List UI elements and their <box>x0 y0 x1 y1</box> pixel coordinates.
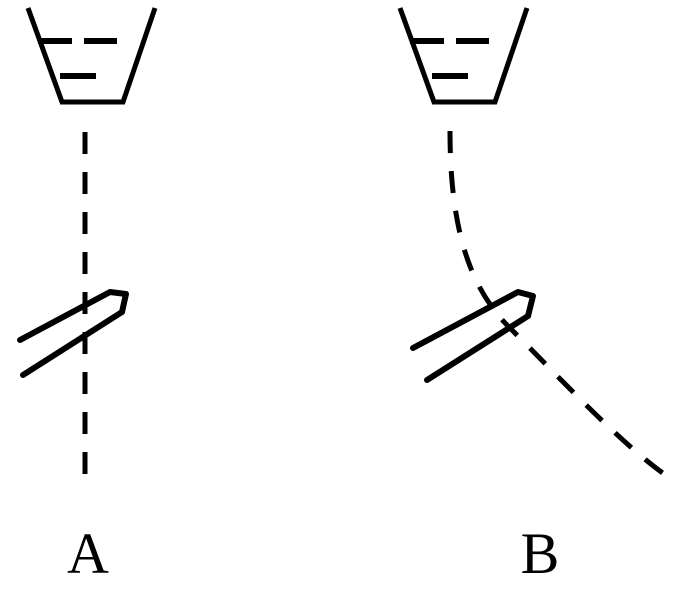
panel-b: B <box>397 7 678 586</box>
funnel-a <box>25 7 158 105</box>
panel-label-a: A <box>67 521 109 586</box>
plate-b-top-edge <box>410 289 536 351</box>
plate-a <box>17 289 129 378</box>
trajectory-line-b <box>447 130 678 485</box>
plate-a-top-edge <box>17 289 129 343</box>
funnel-b <box>397 7 530 105</box>
plate-b-bottom-edge <box>424 313 531 383</box>
funnel-outline-icon <box>25 7 158 105</box>
funnel-outline-icon <box>397 7 530 105</box>
panel-a: A <box>17 7 158 586</box>
plate-a-bottom-edge <box>20 309 125 378</box>
plate-b <box>410 289 536 383</box>
panel-label-b: B <box>521 521 560 586</box>
